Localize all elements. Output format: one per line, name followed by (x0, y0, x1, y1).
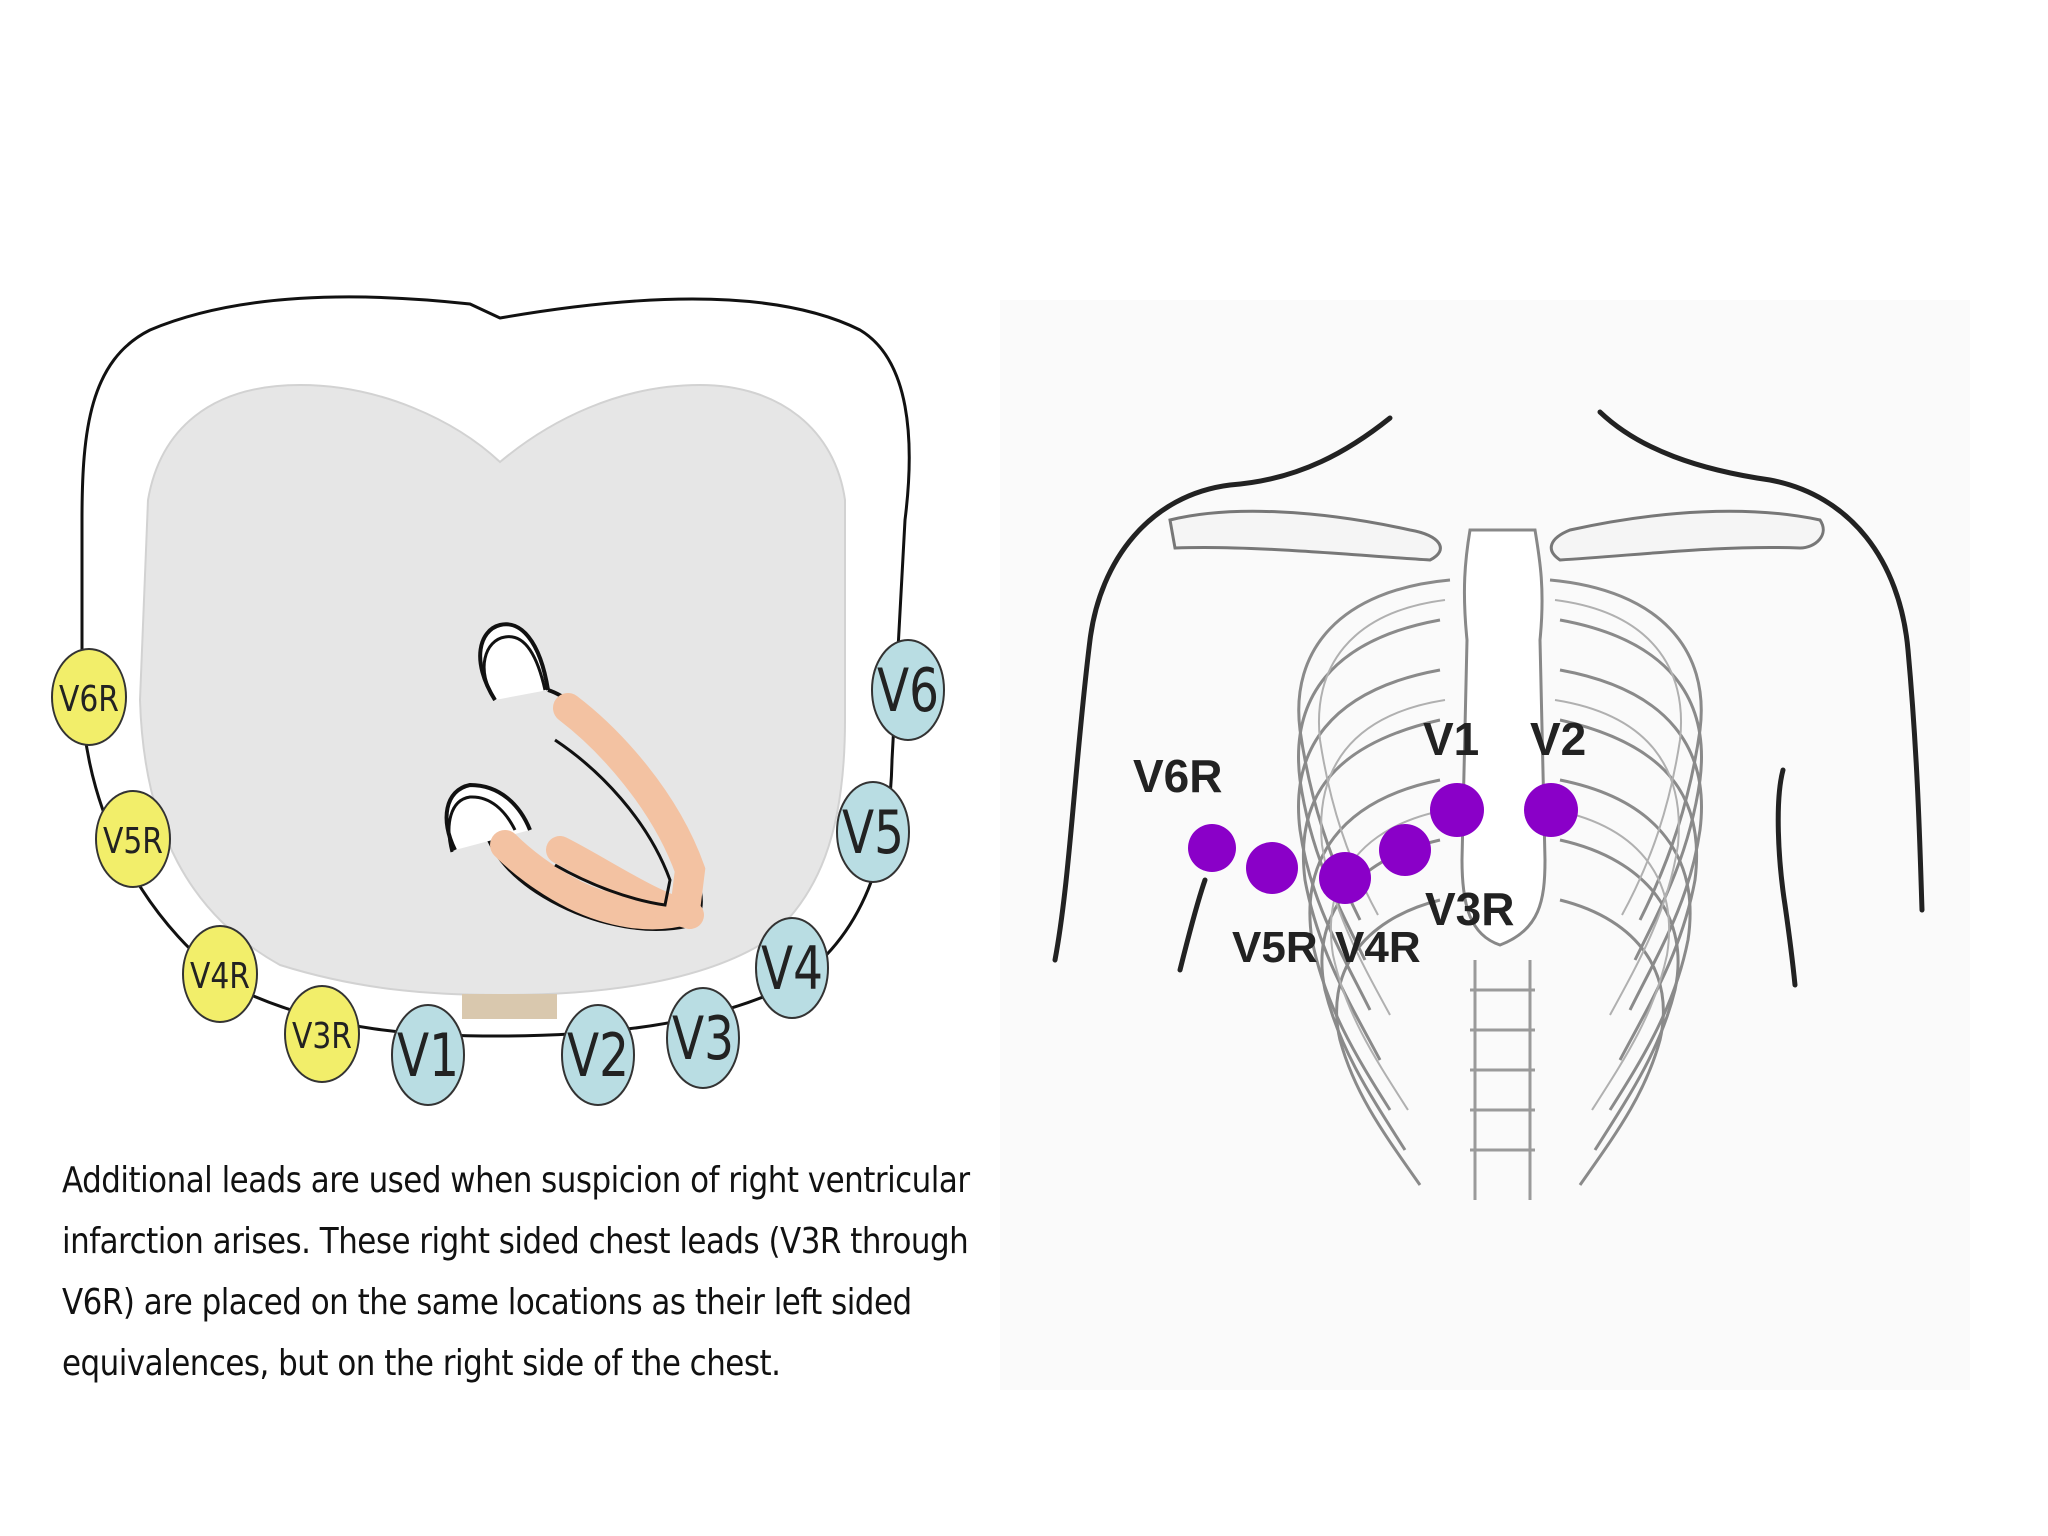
lead-v5: V5 (836, 781, 910, 883)
caption-line: Additional leads are used when suspicion… (62, 1160, 970, 1201)
lead-v4r: V4R (182, 925, 258, 1023)
lead-v4: V4 (755, 917, 829, 1019)
caption-line: V6R) are placed on the same locations as… (62, 1282, 912, 1323)
sternum-bone (1460, 528, 1547, 947)
label-v2: V2 (1530, 713, 1586, 765)
lead-v3: V3 (666, 987, 740, 1089)
lead-v6r-label: V6R (59, 679, 119, 720)
lead-v3r: V3R (284, 985, 360, 1083)
lead-v1: V1 (391, 1004, 465, 1106)
caption-line: equivalences, but on the right side of t… (62, 1343, 781, 1384)
sternum (462, 994, 557, 1019)
rib-cage (1297, 578, 1703, 1186)
lead-v2-label: V2 (567, 1021, 629, 1091)
lead-v5r: V5R (95, 790, 171, 888)
electrode-v4r (1319, 852, 1371, 904)
lead-v1-label: V1 (397, 1021, 459, 1091)
clavicles (1168, 509, 1825, 562)
lead-v4r-label: V4R (190, 956, 250, 997)
electrode-v1 (1430, 783, 1484, 837)
caption-text: Additional leads are used when suspicion… (62, 1150, 970, 1394)
lead-v3r-label: V3R (292, 1016, 352, 1057)
lead-v6-label: V6 (877, 656, 939, 726)
electrode-v3r (1379, 824, 1431, 876)
torso-outline (1052, 409, 1925, 988)
lead-v2: V2 (561, 1004, 635, 1106)
rib-cage-inner (1318, 599, 1682, 1111)
lead-v6r: V6R (51, 648, 127, 746)
electrode-v5r (1246, 842, 1298, 894)
lead-v3-label: V3 (672, 1004, 734, 1074)
electrode-v2 (1524, 783, 1578, 837)
electrode-v6r (1188, 824, 1236, 872)
label-v1: V1 (1423, 713, 1479, 765)
heart-icon (444, 622, 706, 931)
spine (1470, 960, 1535, 1200)
lead-v6: V6 (871, 639, 945, 741)
lead-v4-label: V4 (761, 934, 823, 1004)
label-v5r: V5R (1232, 923, 1318, 972)
label-v4r: V4R (1335, 923, 1421, 972)
label-v3r: V3R (1425, 883, 1514, 935)
lead-v5-label: V5 (842, 798, 904, 868)
caption-line: infarction arises. These right sided che… (62, 1221, 969, 1262)
chest-cross-section-diagram: V6R V5R V4R V3R V1 V2 V3 V4 V5 V6 (51, 295, 945, 1106)
lead-v5r-label: V5R (103, 821, 163, 862)
label-v6r: V6R (1133, 750, 1222, 802)
